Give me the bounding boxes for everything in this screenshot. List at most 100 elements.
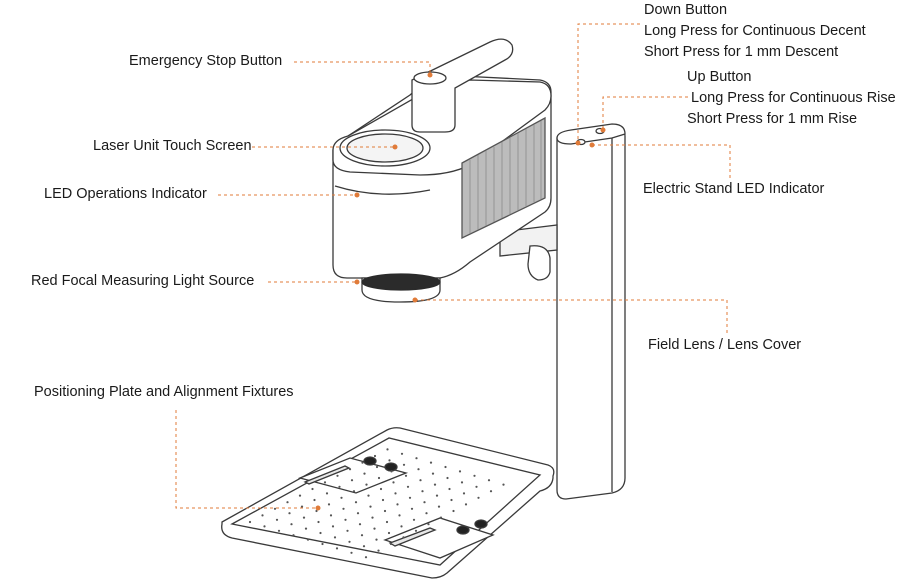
- plate-hole: [452, 509, 455, 513]
- alignment-fixture-bottom: [383, 517, 495, 559]
- plate-hole: [417, 468, 420, 471]
- plate-hole: [460, 481, 464, 484]
- plate-hole: [421, 490, 424, 493]
- plate-hole: [348, 468, 352, 471]
- plate-hole: [304, 527, 308, 530]
- plate-hole: [367, 494, 370, 497]
- plate-hole: [286, 501, 289, 504]
- plate-hole: [298, 494, 302, 497]
- plate-hole: [358, 523, 362, 526]
- plate-hole: [321, 542, 324, 546]
- plate-hole: [317, 520, 320, 524]
- plate-hole: [433, 483, 437, 486]
- plate-hole: [377, 549, 380, 552]
- plate-hole: [342, 507, 345, 510]
- plate-hole: [414, 529, 418, 532]
- plate-hole: [364, 556, 368, 559]
- plate-hole: [415, 457, 418, 460]
- plate-hole: [319, 531, 322, 535]
- alignment-fixture-top: [297, 456, 409, 494]
- plate-hole: [373, 454, 377, 458]
- plate-hole: [373, 527, 376, 530]
- plate-hole: [356, 512, 360, 515]
- up-button-label: Up Button: [687, 69, 752, 85]
- plate-hole: [377, 476, 381, 480]
- plate-hole: [425, 512, 428, 515]
- plate-hole: [363, 472, 366, 475]
- plate-hole: [385, 520, 389, 524]
- plate-hole: [290, 523, 293, 526]
- plate-hole: [398, 514, 401, 517]
- plate-hole: [335, 547, 339, 550]
- plate-hole: [277, 529, 281, 532]
- plate-holes: [248, 448, 505, 559]
- plate-hole: [431, 472, 435, 475]
- plate-hole: [302, 516, 306, 519]
- down-long-label: Long Press for Continuous Decent: [644, 23, 866, 39]
- plate-hole: [392, 481, 395, 484]
- plate-hole: [450, 498, 453, 502]
- up-short-label: Short Press for 1 mm Rise: [687, 111, 858, 127]
- plate-hole: [344, 518, 347, 521]
- plate-hole: [348, 540, 351, 543]
- field-lens-label: Field Lens / Lens Cover: [648, 337, 802, 353]
- plate-hole: [386, 448, 389, 451]
- plate-hole: [388, 459, 391, 462]
- plate-hole: [390, 470, 393, 473]
- plate-hole: [458, 470, 462, 473]
- stand-led-label: Electric Stand LED Indicator: [643, 181, 825, 197]
- plate-hole: [350, 479, 354, 482]
- emergency-stop-label: Emergency Stop Button: [129, 53, 283, 69]
- plate-hole: [248, 520, 252, 524]
- plate-hole: [402, 463, 406, 466]
- plate-hole: [338, 485, 341, 488]
- plate-hole: [437, 505, 441, 508]
- plate-hole: [375, 465, 379, 469]
- plate-hole: [327, 503, 331, 506]
- plate-hole: [406, 485, 410, 488]
- led-band: [334, 185, 431, 195]
- leader-lines: [175, 23, 731, 509]
- plate-hole: [325, 492, 329, 495]
- plate-hole: [394, 492, 397, 495]
- plate-hole: [371, 516, 374, 519]
- plate-hole: [346, 529, 349, 532]
- down-short-label: Short Press for 1 mm Descent: [644, 44, 839, 60]
- plate-hole: [408, 496, 412, 499]
- plate-hole: [446, 476, 449, 480]
- positioning-plate-label: Positioning Plate and Alignment Fixtures: [34, 384, 294, 400]
- red-focal-label: Red Focal Measuring Light Source: [31, 273, 255, 289]
- plate-hole: [429, 461, 433, 464]
- plate-hole: [329, 514, 333, 517]
- plate-hole: [400, 452, 404, 455]
- plate-hole: [410, 507, 414, 510]
- plate-hole: [439, 516, 443, 519]
- plate-hole: [396, 503, 399, 506]
- plate-hole: [489, 490, 493, 493]
- plate-hole: [473, 474, 476, 477]
- plate-hole: [300, 505, 304, 508]
- plate-hole: [354, 501, 358, 504]
- plate-hole: [400, 525, 403, 528]
- plate-hole: [423, 501, 426, 504]
- plate-hole: [365, 483, 368, 486]
- plate-hole: [387, 531, 391, 535]
- plate-hole: [361, 461, 364, 464]
- plate-hole: [288, 512, 291, 515]
- plate-hole: [464, 503, 468, 506]
- plate-hole: [448, 487, 451, 491]
- plate-hole: [313, 498, 316, 502]
- plate-hole: [292, 534, 295, 537]
- plate-hole: [352, 490, 356, 493]
- plate-hole: [427, 523, 430, 526]
- plate-hole: [350, 551, 353, 554]
- plate-hole: [311, 487, 314, 491]
- plate-hole: [435, 494, 439, 497]
- plate-hole: [383, 509, 387, 513]
- plate-hole: [412, 518, 416, 521]
- plate-hole: [369, 505, 372, 508]
- plate-hole: [389, 542, 393, 546]
- plate-hole: [306, 538, 310, 541]
- plate-hole: [360, 534, 364, 537]
